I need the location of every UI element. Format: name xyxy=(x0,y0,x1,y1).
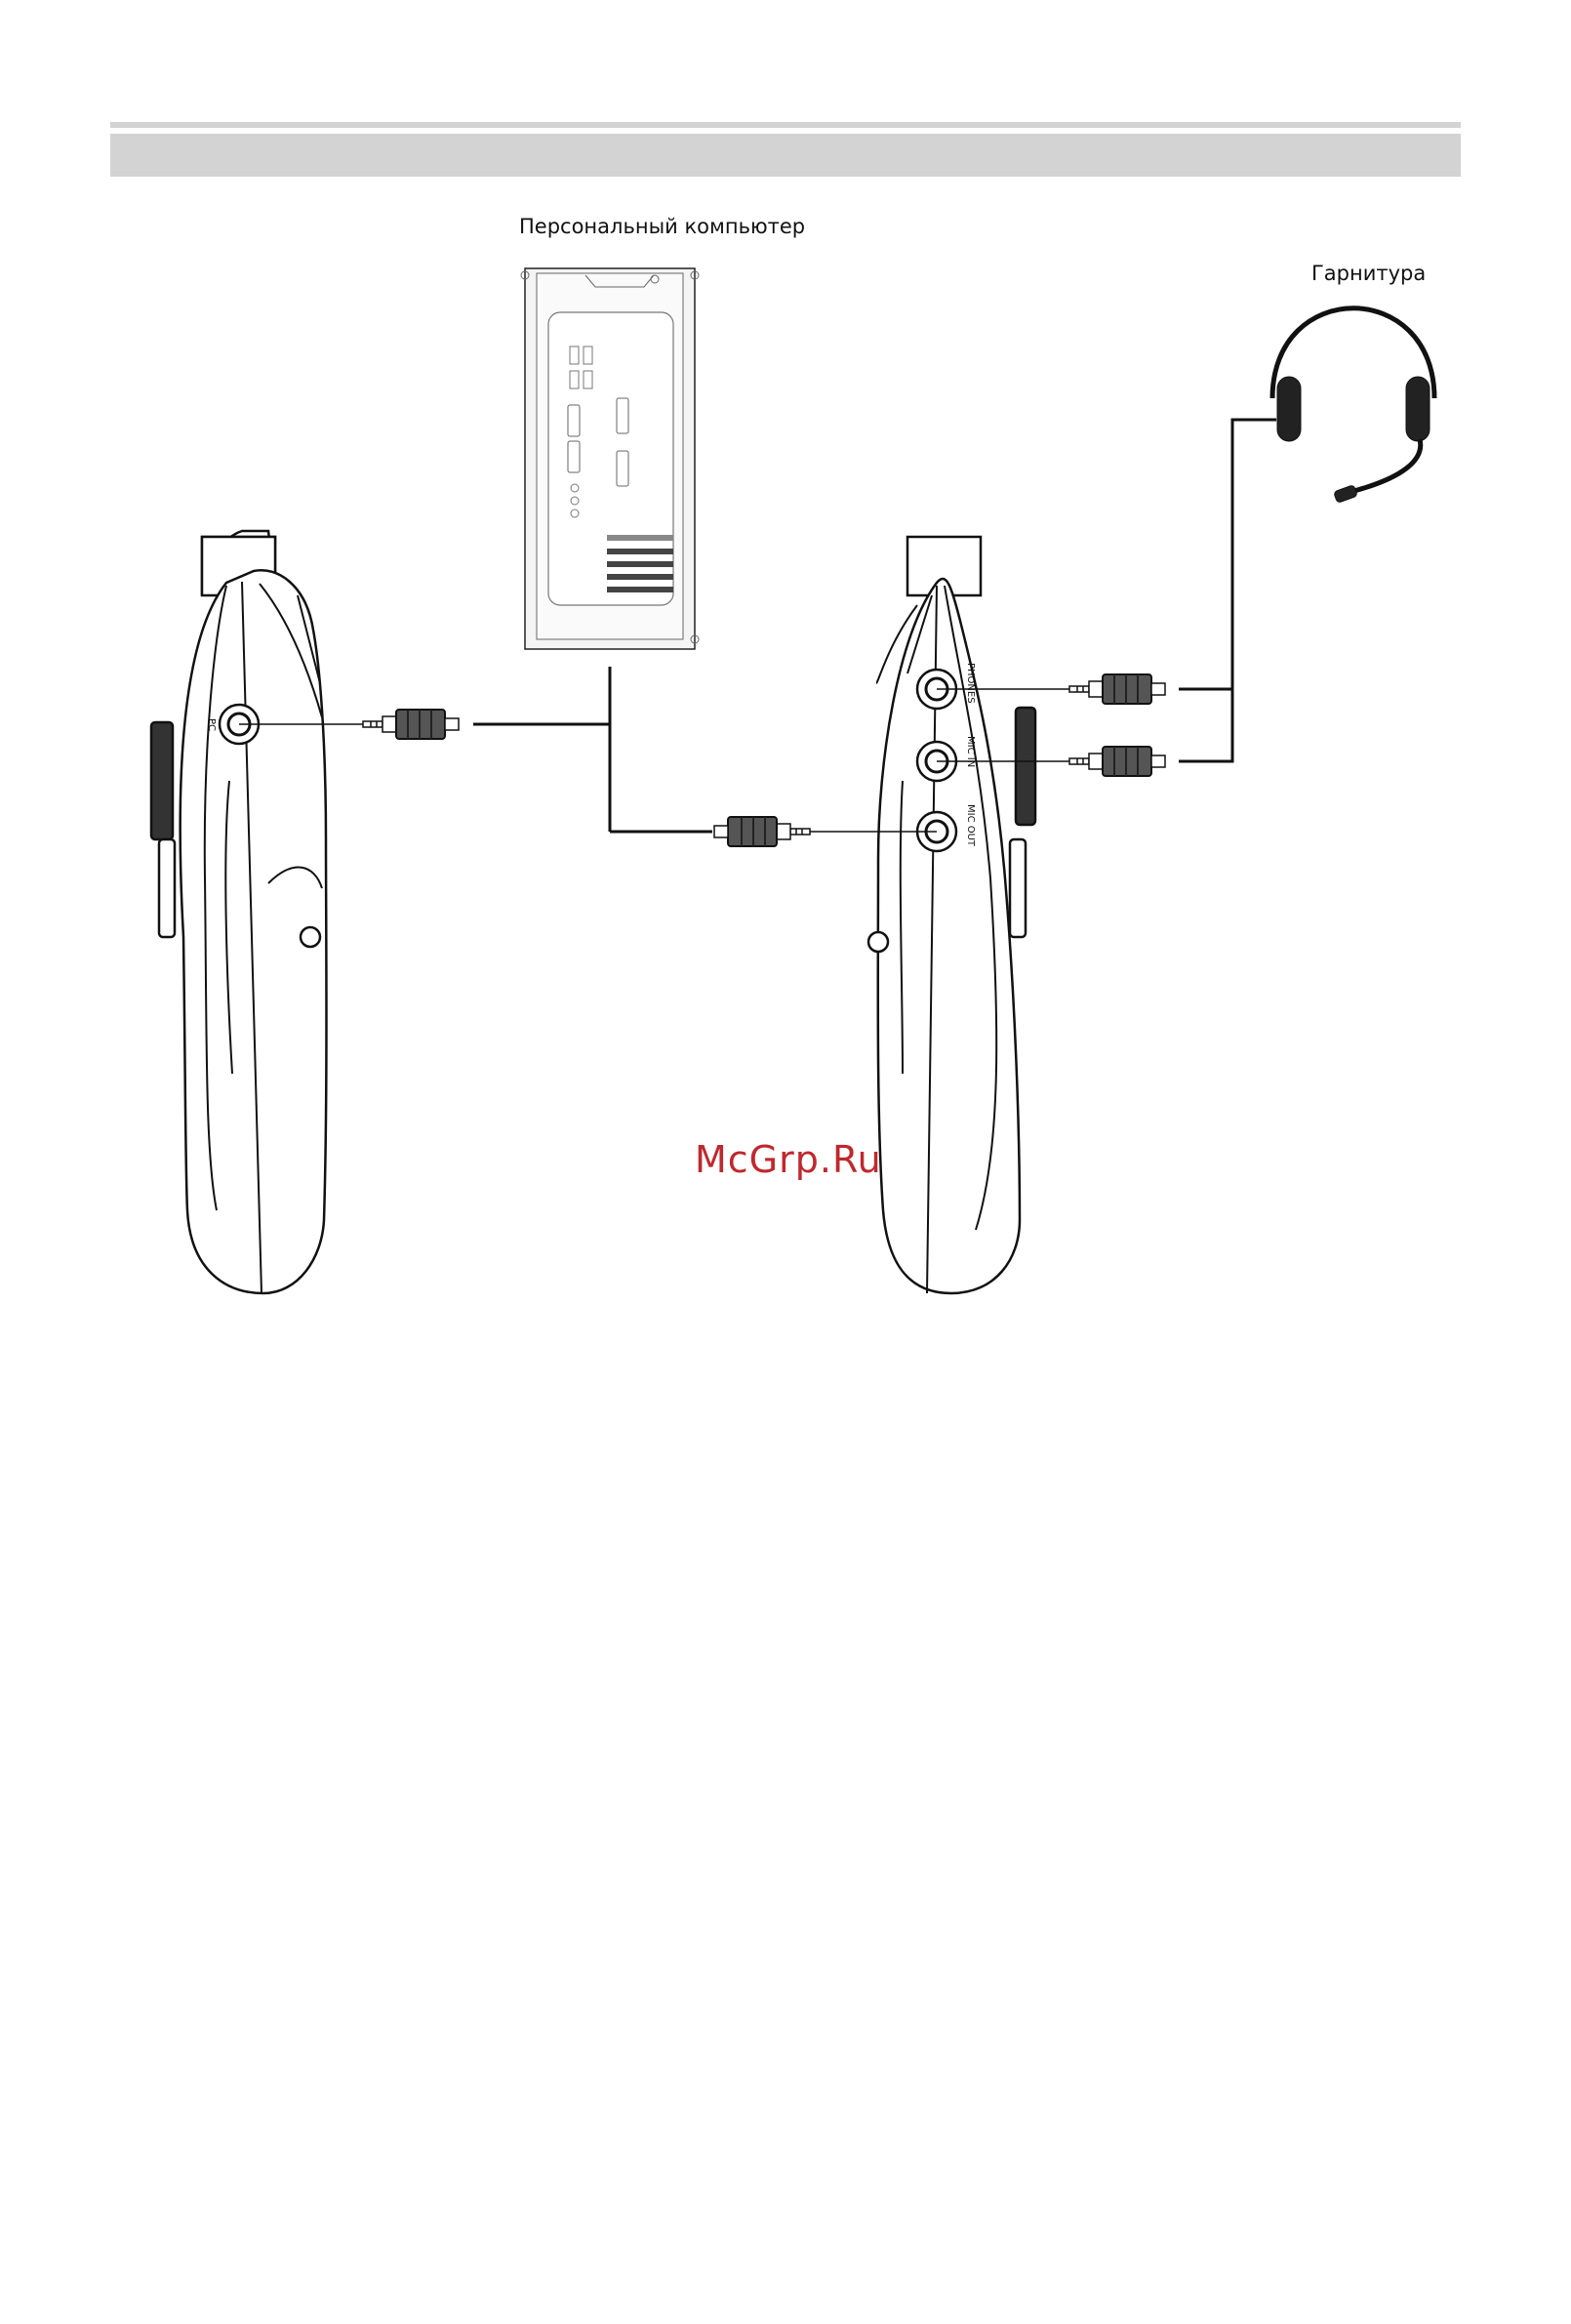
port-label-pc: PC xyxy=(206,718,217,731)
handheld-device-icon xyxy=(151,531,327,1293)
computer-tower-icon xyxy=(521,268,699,649)
audio-plug-icon xyxy=(1069,747,1165,776)
headset-icon xyxy=(1272,308,1434,504)
port-label-mic-in: MIC IN xyxy=(965,736,976,767)
handheld-device-icon xyxy=(868,537,1035,1293)
audio-plug-icon xyxy=(714,817,810,846)
audio-plug-icon xyxy=(1069,674,1165,704)
port-label-mic-out: MIC OUT xyxy=(965,804,976,847)
port-label-phones: PHONES xyxy=(965,663,976,704)
watermark: McGrp.Ru xyxy=(695,1138,882,1181)
audio-plug-icon xyxy=(363,710,459,739)
